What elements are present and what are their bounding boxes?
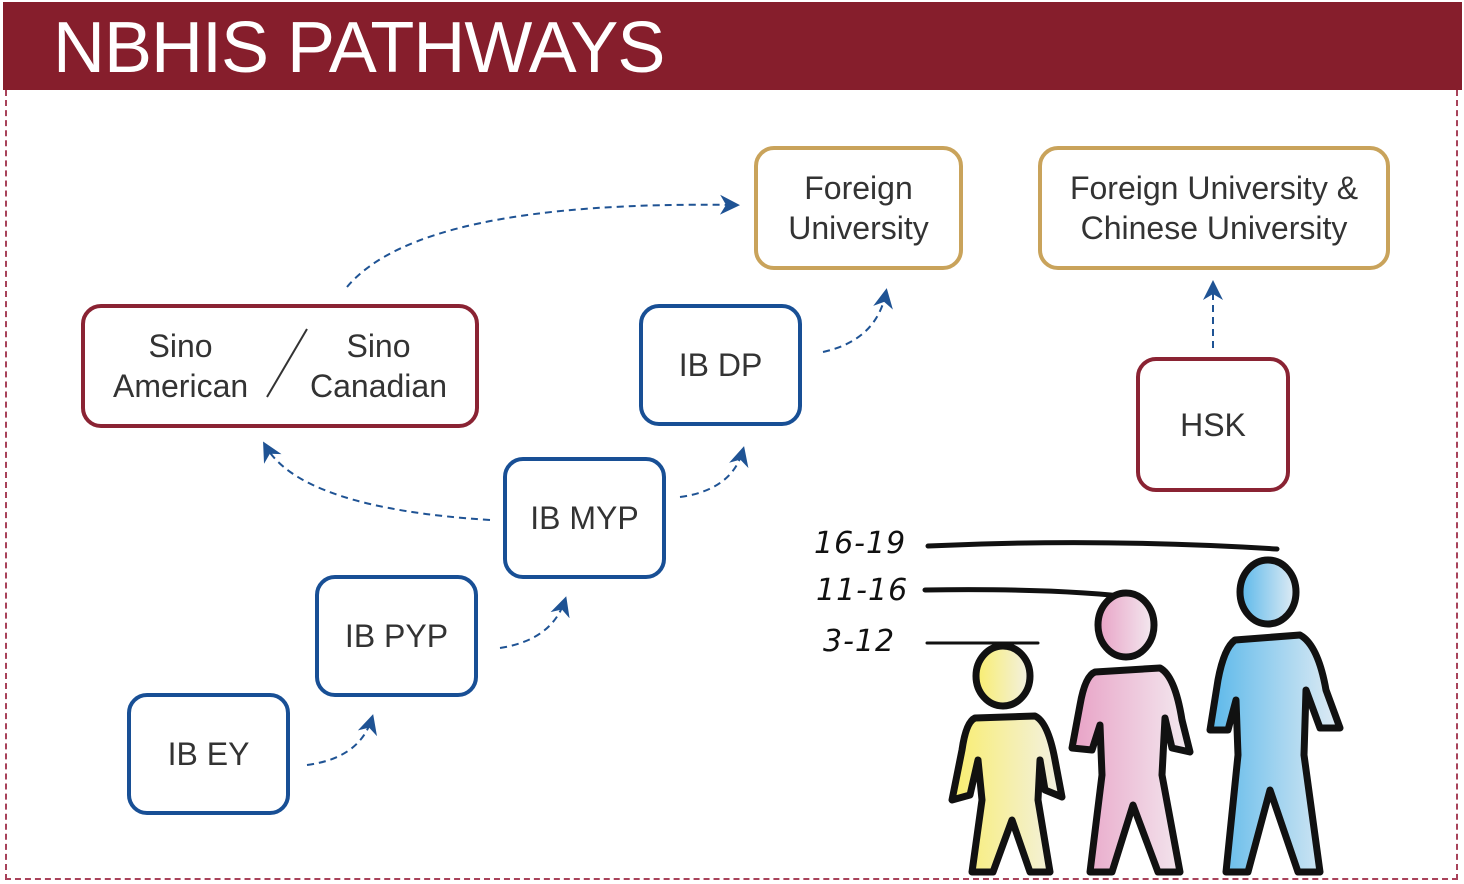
arrow-pyp-to-myp	[499, 596, 570, 649]
node-hsk: HSK	[1136, 357, 1290, 492]
node-foreign-university: Foreign University	[754, 146, 963, 270]
node-ib-myp: IB MYP	[503, 457, 666, 579]
arrow-dp-to-foreign-university	[822, 288, 893, 353]
child-figure-blue	[1206, 556, 1344, 876]
arrow-ey-to-pyp	[306, 714, 377, 766]
dashed-frame	[5, 90, 1458, 880]
height-line-11-16	[922, 587, 1141, 601]
node-sino: Sino American Sino Canadian	[81, 304, 479, 428]
node-ib-dp: IB DP	[639, 304, 802, 426]
node-label: IB DP	[678, 347, 763, 383]
height-line-16-19	[925, 540, 1280, 552]
arrow-myp-to-sino	[263, 441, 491, 521]
node-label: IB PYP	[344, 618, 449, 654]
page-title: NBHIS PATHWAYS	[53, 8, 665, 88]
child-figure-pink	[1068, 589, 1194, 876]
node-ib-pyp: IB PYP	[315, 575, 478, 697]
arrow-myp-to-dp	[679, 446, 749, 498]
arrow-sino-to-foreign-university	[346, 194, 740, 288]
child-figure-yellow	[948, 642, 1066, 876]
age-label-16-19: 16-19	[814, 526, 907, 561]
age-label-3-12: 3-12	[823, 624, 896, 659]
slash-divider	[266, 328, 308, 398]
title-banner: NBHIS PATHWAYS	[3, 2, 1462, 90]
node-label: IB EY	[167, 736, 250, 772]
node-ib-ey: IB EY	[127, 693, 290, 815]
node-sino-american: Sino American	[113, 328, 249, 404]
node-label: IB MYP	[530, 500, 639, 536]
node-label: HSK	[1180, 406, 1246, 443]
node-foreign-chinese-university: Foreign University & Chinese University	[1038, 146, 1390, 270]
node-sino-canadian: Sino Canadian	[310, 328, 447, 404]
age-label-11-16: 11-16	[816, 573, 909, 608]
